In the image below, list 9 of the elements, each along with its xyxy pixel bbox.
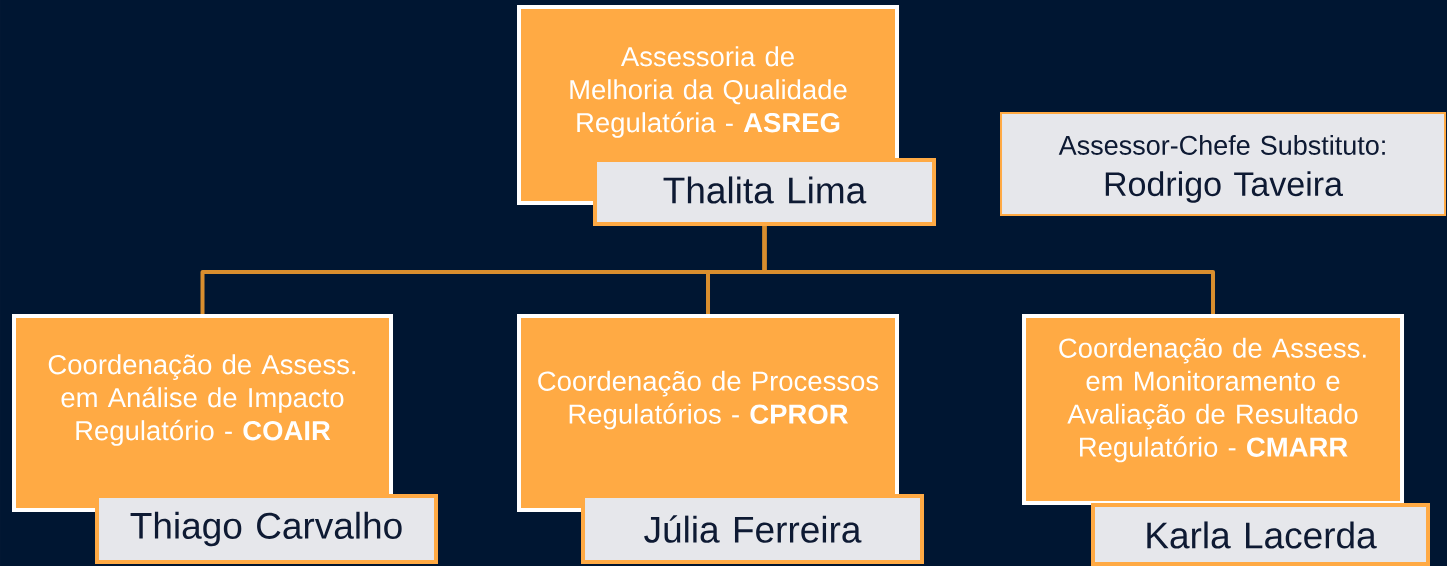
connector-line <box>762 226 1215 314</box>
unit-box: Coordenação de Processos Regulatórios - CPROR <box>517 314 899 512</box>
name-box: Júlia Ferreira <box>581 494 924 564</box>
name-box: Thiago Carvalho <box>95 494 438 564</box>
deputy-box: Assessor-Chefe Substituto: Rodrigo Taveira <box>1000 112 1446 216</box>
name-box: Karla Lacerda <box>1091 503 1430 566</box>
unit-box: Coordenação de Assess. em Análise de Impacto Regulatório - COAIR <box>12 314 393 512</box>
unit-box: Coordenação de Assess. em Monitoramento e Avaliação de Resultado Regulatório - CMARR <box>1022 314 1404 505</box>
name-box: Thalita Lima <box>593 158 936 226</box>
